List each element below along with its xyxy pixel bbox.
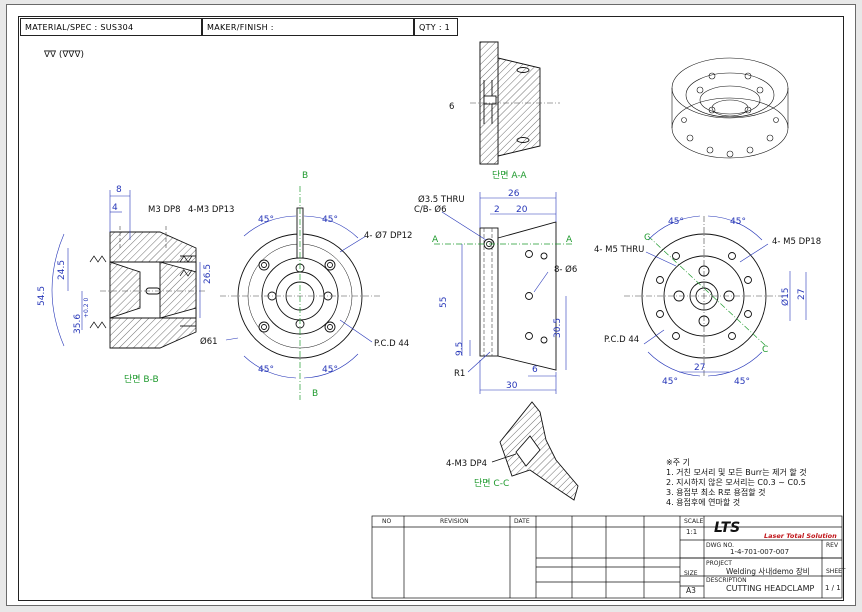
bb-4m3-dp13: 4-M3 DP13 xyxy=(188,205,234,215)
tb-no-header: NO xyxy=(382,518,392,525)
title-block-lines xyxy=(371,515,843,599)
side-view-dimensions xyxy=(441,192,567,394)
note-line-1: 1. 거친 모서리 및 모든 Burr는 제거 할 것 xyxy=(666,468,807,477)
note-line-2: 2. 지시하지 않은 모서리는 C0.3 ~ C0.5 xyxy=(666,478,806,487)
bb-dim-54-5: 54.5 xyxy=(37,286,47,306)
front-section-mark-bottom: B xyxy=(312,389,318,399)
front-pcd44: P.C.D 44 xyxy=(374,339,409,349)
side-cb-phi6: C/B- Ø6 xyxy=(414,204,447,215)
note-line-4: 4. 용접후에 연마할 것 xyxy=(666,498,741,507)
right-angle-1: 45° xyxy=(668,217,684,227)
bb-dim-24-5: 24.5 xyxy=(57,260,67,280)
tb-dwg-number: 1-4-701-007-007 xyxy=(730,548,790,556)
tb-date-header: DATE xyxy=(514,518,530,525)
bb-dim-35-6: 35.6 xyxy=(73,314,83,334)
bb-dim-26-5: 26.5 xyxy=(203,264,213,284)
tb-description: CUTTING HEADCLAMP xyxy=(726,584,815,593)
tb-revision-header: REVISION xyxy=(440,518,469,525)
right-4m5-thru: 4- M5 THRU xyxy=(594,245,644,255)
tb-sheet-label: SHEET xyxy=(826,568,846,575)
right-pcd44: P.C.D 44 xyxy=(604,335,639,345)
cc-4m3-dp4: 4-M3 DP4 xyxy=(446,459,487,469)
front-view xyxy=(220,186,380,400)
tb-size-label: SIZE xyxy=(684,570,698,577)
tb-sheet: 1 / 1 xyxy=(825,584,841,592)
side-r1: R1 xyxy=(454,369,465,379)
qty-field: QTY : 1 xyxy=(414,18,458,36)
side-dim-6: 6 xyxy=(532,365,538,375)
drawing-border xyxy=(18,16,844,601)
front-angle-3: 45° xyxy=(258,365,274,375)
side-dim-55: 55 xyxy=(439,297,449,308)
side-dim-30: 30 xyxy=(506,381,518,391)
side-dim-20: 20 xyxy=(516,205,528,215)
section-aa-label: 단면 A-A xyxy=(492,170,527,181)
right-angle-2: 45° xyxy=(730,217,746,227)
tb-project: Welding 사내demo 장비 xyxy=(726,567,810,576)
section-aa-view xyxy=(470,41,560,165)
section-cc-view xyxy=(491,401,579,501)
side-view xyxy=(434,221,572,371)
right-view xyxy=(624,216,784,376)
tb-dwgno-label: DWG NO. xyxy=(706,542,734,549)
right-angle-3: 45° xyxy=(662,377,678,387)
maker-field: MAKER/FINISH : xyxy=(202,18,414,36)
company-subtitle: Laser Total Solution xyxy=(764,532,837,540)
side-8phi6: 8- Ø6 xyxy=(554,264,577,275)
side-phi3-5-thru: Ø3.5 THRU xyxy=(418,194,465,205)
side-dim-30-5: 30.5 xyxy=(553,318,563,338)
bb-tolerance: +0.2 0 xyxy=(83,298,90,318)
tb-scale-label: SCALE xyxy=(684,518,704,525)
isometric-view xyxy=(671,57,789,159)
section-bb-label: 단면 B-B xyxy=(124,374,159,385)
side-section-mark-right: A xyxy=(566,235,573,245)
bb-dim-8: 8 xyxy=(116,185,122,195)
right-phi15: Ø15 xyxy=(780,287,791,306)
material-field: MATERIAL/SPEC : SUS304 xyxy=(20,18,202,36)
right-angle-4: 45° xyxy=(734,377,750,387)
right-dim-27-vertical: 27 xyxy=(797,289,807,300)
right-section-mark-bottom: C xyxy=(762,345,768,355)
section-bb-view xyxy=(89,226,205,349)
front-4phi7-dp12: 4- Ø7 DP12 xyxy=(364,230,412,241)
tb-size: A3 xyxy=(686,586,696,595)
front-view-dimensions xyxy=(225,215,373,379)
right-view-dimensions xyxy=(643,215,807,377)
front-angle-1: 45° xyxy=(258,215,274,225)
surface-roughness-symbol: ∇∇ (∇∇∇) xyxy=(44,50,84,60)
side-dim-2: 2 xyxy=(494,205,500,215)
section-bb-dimensions xyxy=(51,190,201,347)
right-section-mark-top: C xyxy=(644,233,650,243)
tb-project-label: PROJECT xyxy=(706,560,732,567)
front-phi61: Ø61 xyxy=(200,336,218,347)
front-angle-4: 45° xyxy=(322,365,338,375)
notes-title: ※주 기 xyxy=(666,458,690,467)
tb-scale: 1:1 xyxy=(686,528,698,536)
section-cc-label: 단면 C-C xyxy=(474,478,509,489)
aa-dim-6: 6 xyxy=(449,102,454,112)
front-section-mark-top: B xyxy=(302,171,308,181)
company-logo: LTS xyxy=(714,520,741,536)
tb-rev-label: REV xyxy=(826,542,839,549)
tb-description-label: DESCRIPTION xyxy=(706,577,747,584)
general-notes: ※주 기 1. 거친 모서리 및 모든 Burr는 제거 할 것 2. 지시하지… xyxy=(666,458,807,508)
bb-m3-dp8: M3 DP8 xyxy=(148,205,181,215)
right-4m5-dp18: 4- M5 DP18 xyxy=(772,237,821,247)
right-dim-27-horizontal: 27 xyxy=(694,363,705,373)
side-dim-26: 26 xyxy=(508,189,520,199)
note-line-3: 3. 용접부 최소 R로 용접할 것 xyxy=(666,488,766,497)
side-section-mark-left: A xyxy=(432,235,439,245)
front-angle-2: 45° xyxy=(322,215,338,225)
bb-dim-4: 4 xyxy=(112,203,118,213)
side-dim-9-5: 9.5 xyxy=(455,342,465,356)
